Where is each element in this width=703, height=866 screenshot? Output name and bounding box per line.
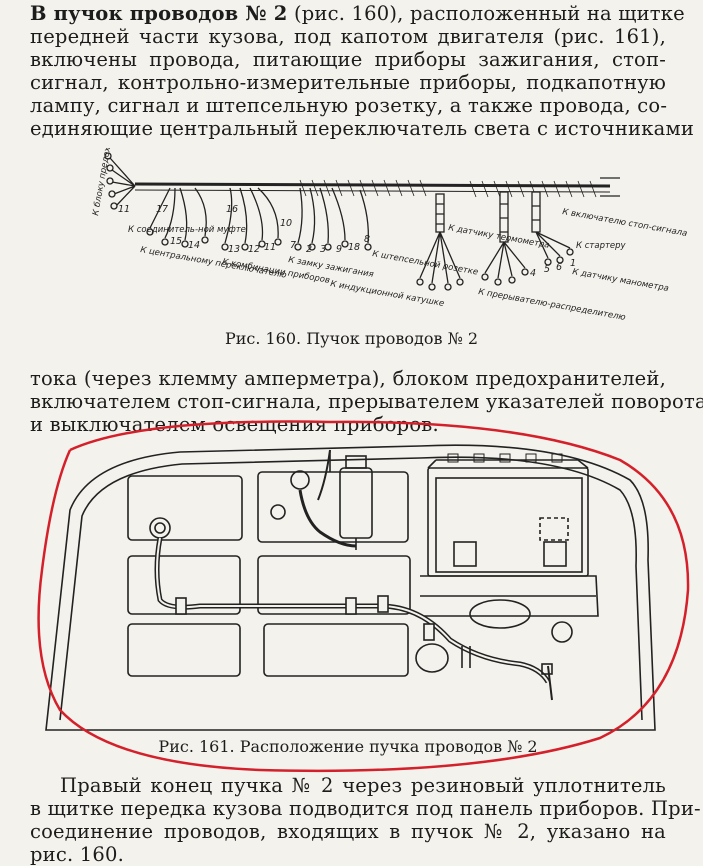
wire-number: 7 [290,240,296,251]
text-line: рис. 160. [30,843,125,866]
red-annotation-loop [37,420,690,773]
wire-number: 5 [544,264,550,275]
figure-160-caption: Рис. 160. Пучок проводов № 2 [224,329,479,348]
text-line: лампу, сигнал и штепсельную розетку, а т… [30,94,668,117]
paragraph-3: Правый конец пучка № 2 через резиновый у… [30,774,701,866]
paragraph-2: тока (через клемму амперметра), блоком п… [30,367,703,436]
text-line: соединение проводов, входящих в пучок № … [30,820,666,843]
wire-number: 1 [570,258,576,269]
wire-number: 9 [336,244,342,255]
label-connector-coupling: К соединитель-ной муфте [128,225,246,235]
wire-number: 3 [320,244,326,255]
text-line: Правый конец пучка № 2 через резиновый у… [60,774,666,797]
wire-number: 17 [156,204,168,215]
text-line: и выключателем освещения приборов. [30,413,439,436]
text-line: включены провода, питающие приборы зажиг… [30,48,666,71]
wire-number: 11 [264,242,276,253]
figure-160-harness-diagram: К блоку предохранителей К соединитель-но… [91,148,688,323]
wire-number: 16 [226,204,238,215]
wire-number: 14 [188,240,200,251]
figure-161-panel-drawing [37,420,690,773]
wire-number: 18 [348,242,360,253]
text-line: сигнал, контрольно-измерительные приборы… [30,71,666,94]
figure-161-caption: Рис. 161. Расположение пучка проводов № … [158,737,538,756]
wire-number: 4 [530,268,536,279]
text-line: включателем стоп-сигнала, прерывателем у… [30,390,703,413]
label-plug-socket: К штепсельной розетке [371,249,478,277]
text-line: тока (через клемму амперметра), блоком п… [30,367,666,390]
text-line: В пучок проводов № 2 (рис. 160), располо… [30,2,685,25]
label-starter: К стартеру [576,241,627,251]
wire-number: 10 [280,218,292,229]
wire-number: 8 [364,234,370,245]
wire-number: 12 [248,244,260,255]
wire-number: 11 [118,204,130,215]
wire-number: 2 [306,244,312,255]
label-distributor: К прерывателю-распределителю [477,287,626,323]
wire-number: 13 [228,244,240,255]
label-stop-switch: К включателю стоп-сигнала [561,207,688,239]
text-line: единяющие центральный переключатель свет… [30,117,695,140]
text-line: передней части кузова, под капотом двига… [30,25,666,48]
wire-number: 15 [170,236,182,247]
paragraph-1: В пучок проводов № 2 (рис. 160), располо… [30,2,695,140]
bold-lead: В пучок проводов № 2 [30,2,288,25]
label-ignition-coil: К индукционной катушке [329,279,444,309]
wire-number: 6 [556,262,562,273]
label-oil-sensor: К датчику манометра [571,267,669,294]
text-line: в щитке передка кузова подводится под па… [30,797,701,820]
